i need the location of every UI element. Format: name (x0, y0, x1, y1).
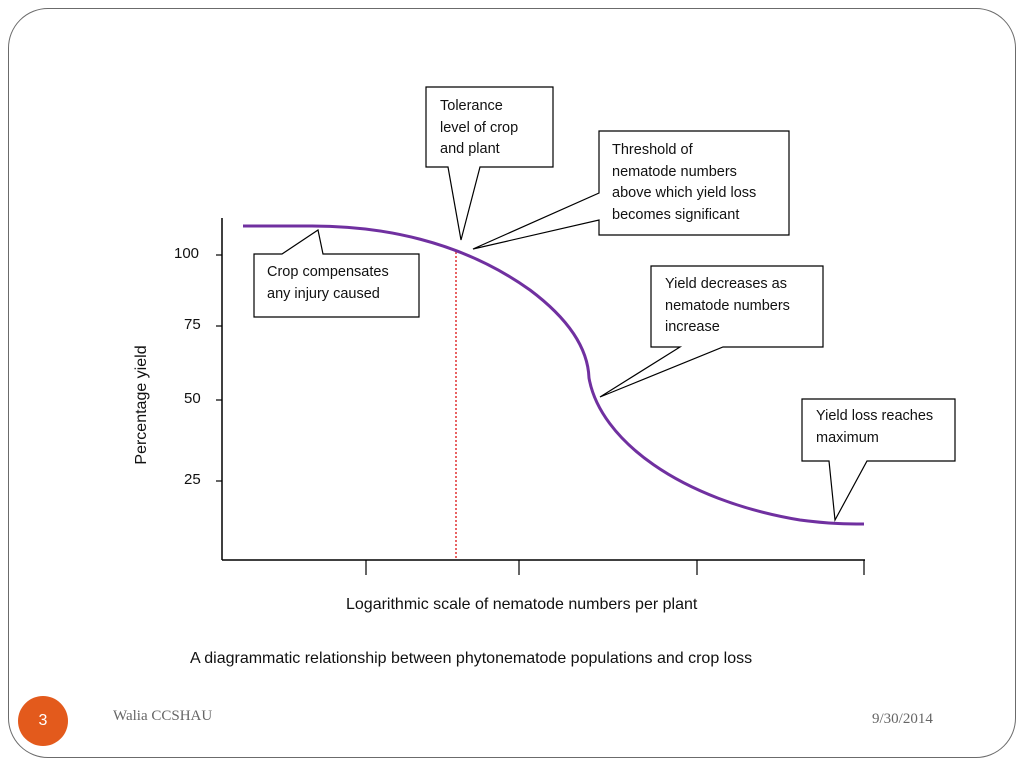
slide-frame (8, 8, 1016, 758)
diagram-caption: A diagrammatic relationship between phyt… (190, 650, 753, 667)
footer-author: Walia CCSHAU (113, 708, 213, 724)
y-tick-label-100: 100 (174, 245, 200, 262)
y-tick-label-50: 50 (184, 390, 201, 407)
callout-decreases-text: Yield decreases as nematode numbers incr… (665, 276, 790, 335)
callout-compensates-box (253, 229, 420, 318)
callout-maximum-box (801, 398, 956, 522)
callout-decreases-box (599, 265, 824, 398)
callout-tolerance-box (425, 86, 554, 241)
x-axis-label: Logarithmic scale of nematode numbers pe… (346, 596, 698, 613)
footer-date: 9/30/2014 (872, 711, 933, 727)
y-tick-label-25: 25 (184, 471, 201, 488)
y-tick-label-75: 75 (184, 316, 201, 333)
slide-number-badge: 3 (18, 696, 68, 746)
y-axis-label: Percentage yield (133, 345, 150, 465)
callout-tolerance-text: Tolerance level of crop and plant (440, 98, 519, 157)
callout-threshold-text: Threshold of nematode numbers above whic… (612, 142, 757, 223)
callout-maximum-text: Yield loss reaches maximum (816, 408, 934, 446)
slide-number: 3 (38, 712, 48, 729)
callout-threshold-box (472, 130, 790, 250)
yield-curve (243, 224, 865, 526)
callout-compensates-text: Crop compensates any injury caused (267, 264, 389, 302)
